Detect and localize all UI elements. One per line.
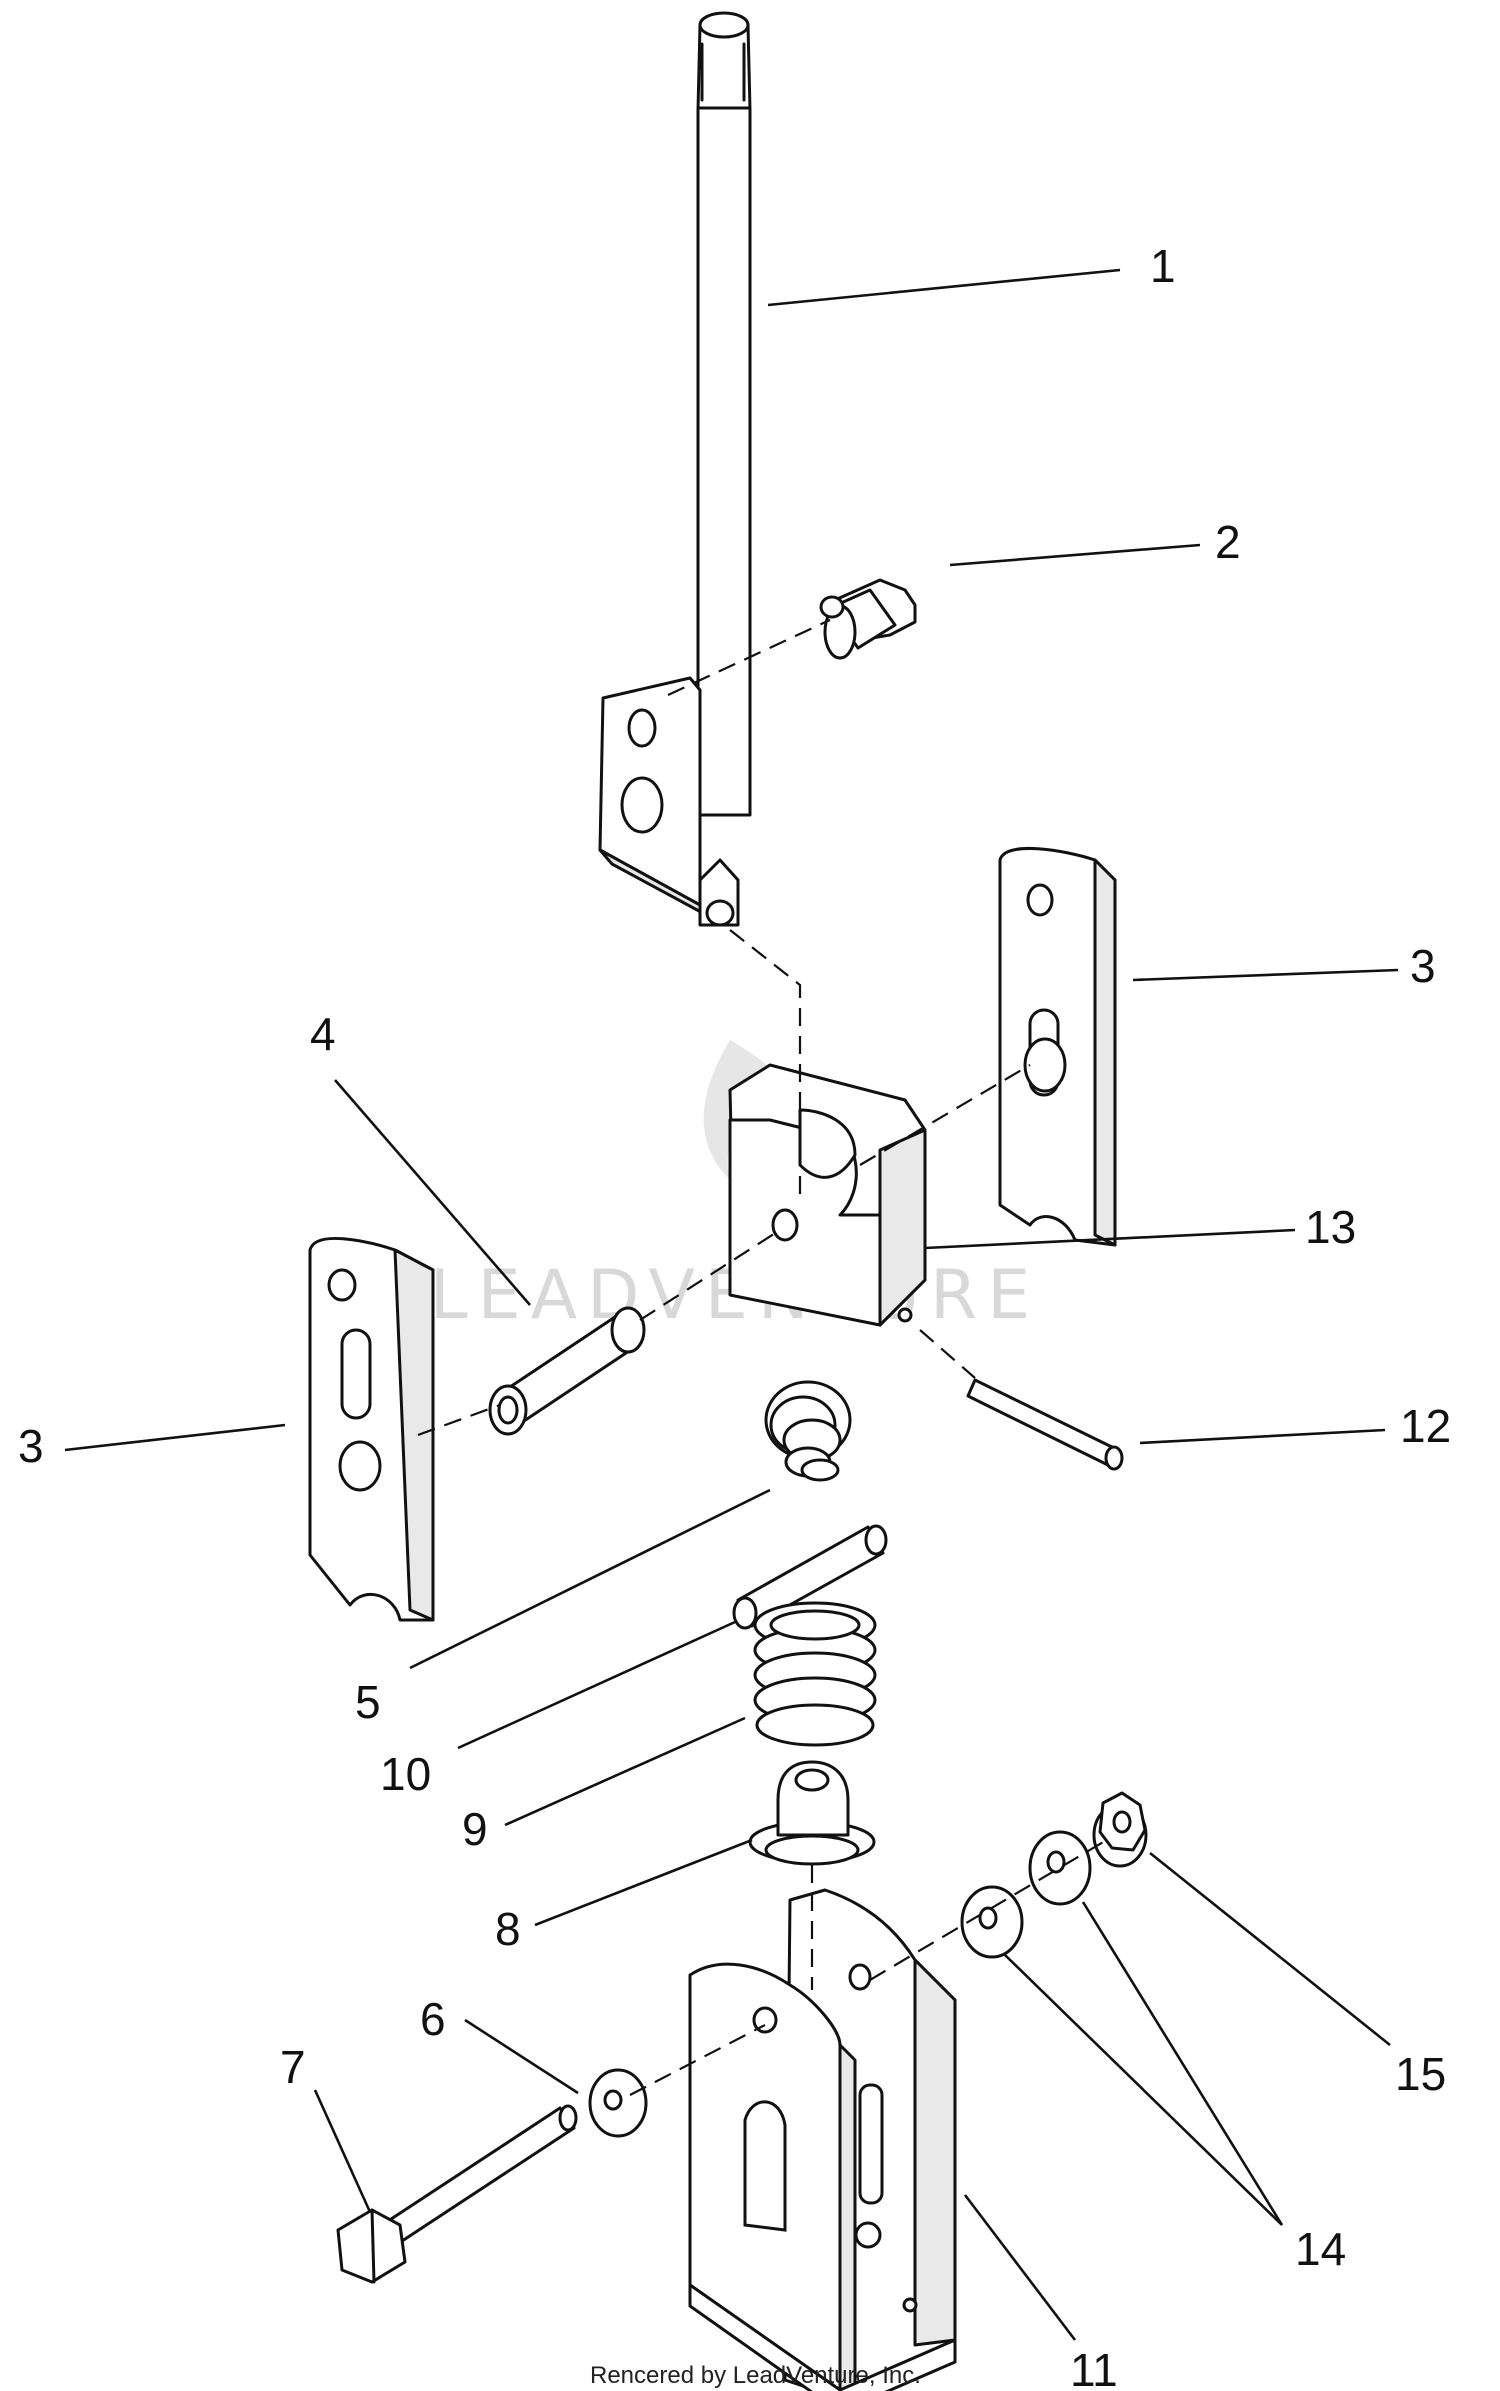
part-13-pivot-block <box>728 1063 927 1327</box>
part-15-flange-nut <box>1092 1791 1148 1868</box>
callout-labels: 1 2 3 3 4 5 6 7 8 9 10 11 12 13 14 15 <box>18 240 1451 2391</box>
part-4-bushing <box>488 1306 646 1436</box>
part-12-pin <box>966 1378 1124 1471</box>
part-10-roll-pin <box>732 1524 888 1630</box>
assembly-lines <box>417 619 1111 2096</box>
callout-6: 6 <box>420 1993 446 2045</box>
part-3-plate-right <box>998 847 1117 1247</box>
callout-3-left: 3 <box>18 1420 44 1472</box>
callout-3-right: 3 <box>1410 940 1436 992</box>
callout-5: 5 <box>355 1676 381 1728</box>
callout-4: 4 <box>310 1008 336 1060</box>
part-5-spring-small <box>764 1380 852 1482</box>
callout-13: 13 <box>1305 1201 1356 1253</box>
part-11-base-bracket <box>688 1888 957 2391</box>
part-14-washer-a <box>960 1885 1024 1959</box>
callout-14: 14 <box>1295 2223 1346 2275</box>
part-6-washer <box>588 2068 648 2138</box>
part-8-spring-seat <box>748 1760 876 1866</box>
callout-8: 8 <box>495 1903 521 1955</box>
part-2-fitting <box>819 578 917 660</box>
callout-12: 12 <box>1400 1400 1451 1452</box>
callout-7: 7 <box>280 2041 306 2093</box>
callout-15: 15 <box>1395 2048 1446 2100</box>
watermark-flame-icon <box>703 1040 808 1180</box>
part-3-plate-left <box>308 1237 435 1622</box>
callout-11: 11 <box>1070 2344 1118 2391</box>
part-14-washer-b <box>1028 1830 1092 1906</box>
leader-lines <box>64 268 1399 2341</box>
part-7-bolt <box>336 2104 578 2284</box>
callout-9: 9 <box>462 1803 488 1855</box>
callout-2: 2 <box>1215 516 1241 568</box>
callout-1: 1 <box>1150 240 1176 292</box>
part-9-spring <box>753 1601 877 1747</box>
render-credit: Rencered by LeadVenture, Inc. <box>590 2362 921 2389</box>
part-1-handle-rod <box>598 11 752 927</box>
callout-10: 10 <box>380 1748 431 1800</box>
